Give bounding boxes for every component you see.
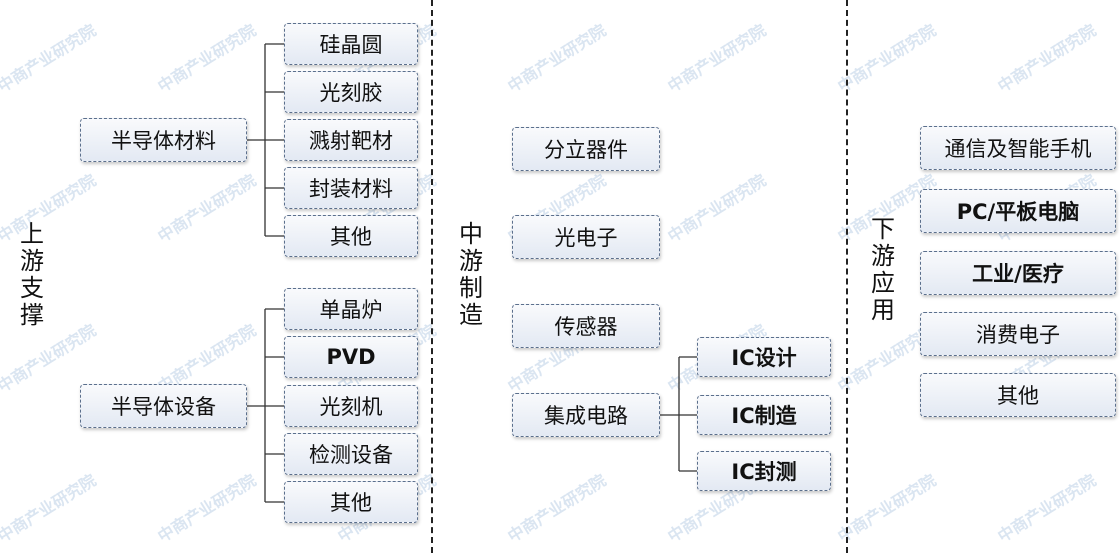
ic-manufacturing-node: IC制造: [697, 395, 831, 435]
midstream-title: 中 游 制 造: [459, 220, 483, 329]
application-smartphone: 通信及智能手机: [920, 126, 1116, 170]
sensor-node: 传感器: [512, 304, 660, 348]
ic-packaging-testing-node: IC封测: [697, 451, 831, 491]
application-industrial-medical: 工业/医疗: [920, 251, 1116, 295]
application-pc-tablet: PC/平板电脑: [920, 189, 1116, 233]
equipment-item-pvd: PVD: [284, 336, 418, 378]
equipment-item-lithography: 光刻机: [284, 385, 418, 427]
materials-connector: [247, 43, 284, 237]
semiconductor-materials-node: 半导体材料: [80, 118, 247, 162]
equipment-connector: [247, 308, 284, 503]
integrated-circuit-node: 集成电路: [512, 393, 660, 437]
ic-connector: [660, 356, 697, 472]
semiconductor-equipment-node: 半导体设备: [80, 384, 247, 428]
downstream-title: 下 游 应 用: [871, 215, 895, 324]
material-item-packaging-material: 封装材料: [284, 167, 418, 209]
upstream-title: 上 游 支 撑: [20, 220, 44, 329]
application-consumer-electronics: 消费电子: [920, 312, 1116, 356]
section-divider-right: [846, 0, 848, 553]
application-other: 其他: [920, 373, 1116, 417]
material-item-other: 其他: [284, 215, 418, 257]
equipment-item-crystal-furnace: 单晶炉: [284, 288, 418, 330]
discrete-devices-node: 分立器件: [512, 127, 660, 171]
material-item-sputtering-target: 溅射靶材: [284, 119, 418, 161]
ic-design-node: IC设计: [697, 337, 831, 377]
optoelectronics-node: 光电子: [512, 215, 660, 259]
material-item-silicon-wafer: 硅晶圆: [284, 23, 418, 65]
equipment-item-other: 其他: [284, 481, 418, 523]
material-item-photoresist: 光刻胶: [284, 71, 418, 113]
equipment-item-inspection: 检测设备: [284, 433, 418, 475]
section-divider-left: [431, 0, 433, 553]
